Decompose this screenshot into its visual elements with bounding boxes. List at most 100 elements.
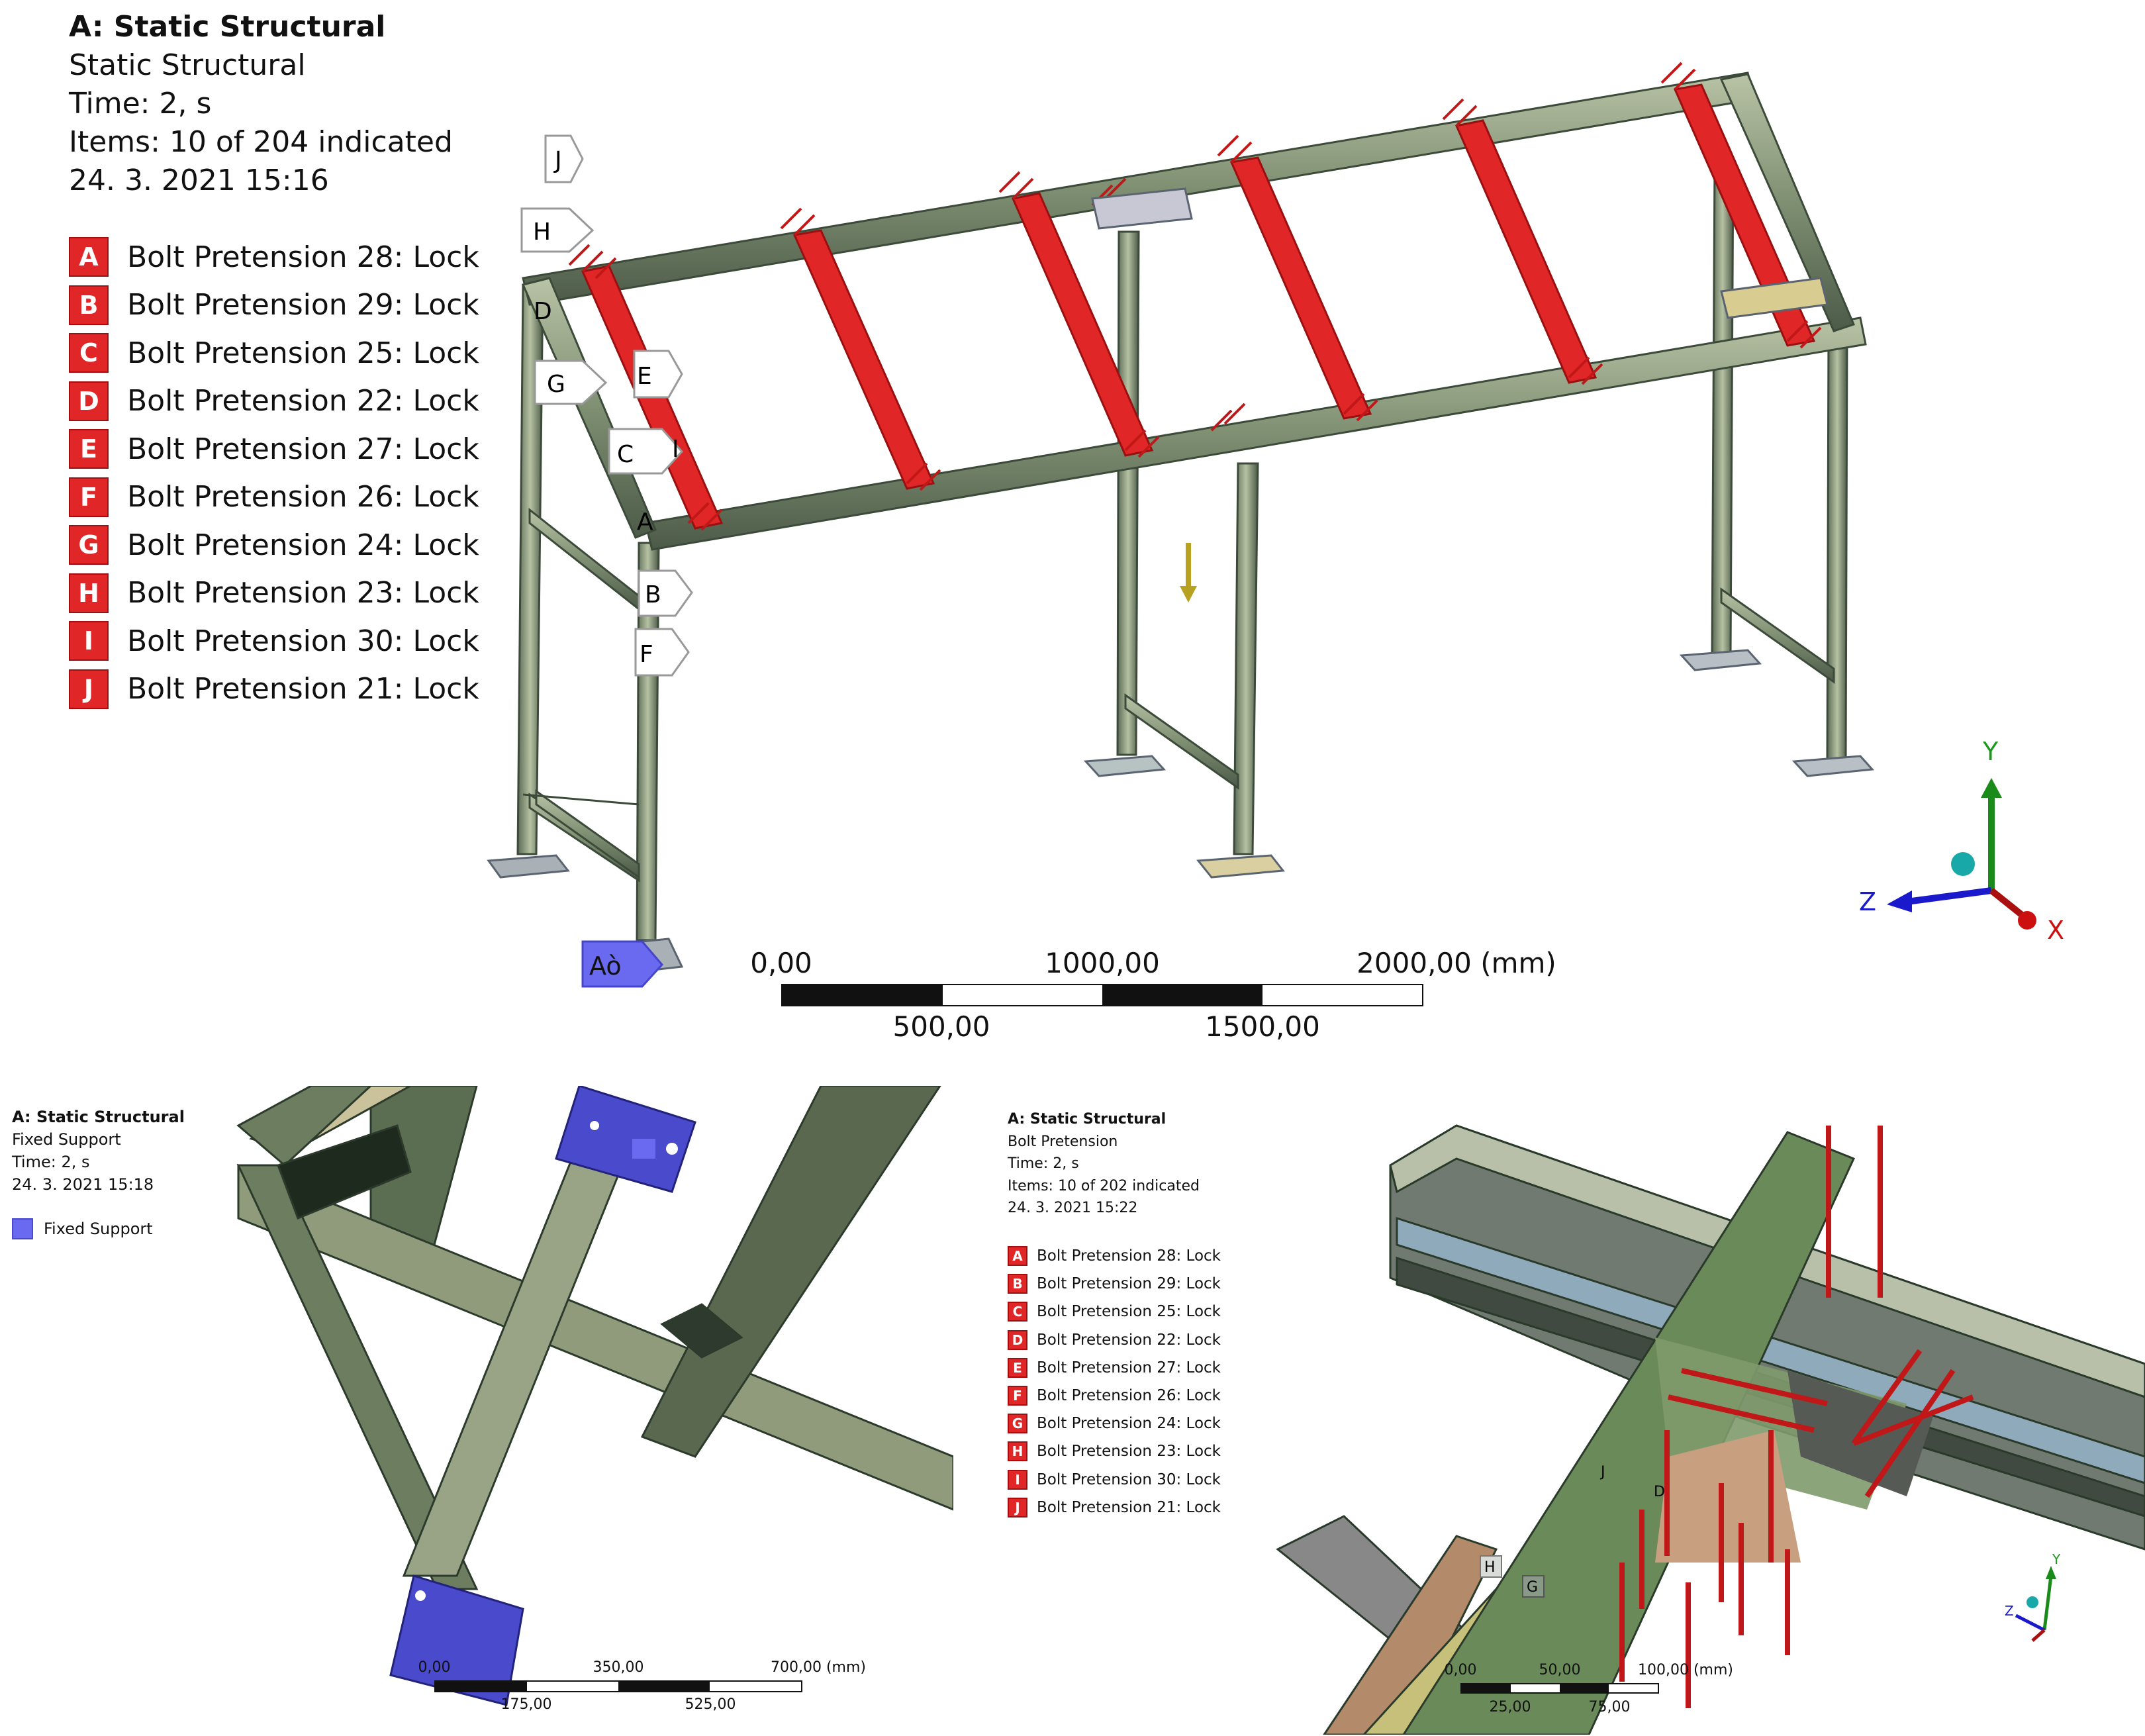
legend-swatch: D [1008,1329,1027,1350]
tag-i-label: I [672,436,679,463]
bolt-arrows [1619,1126,1974,1708]
analysis-title: A: Static Structural [12,1108,185,1126]
legend-swatch: E [1008,1357,1027,1378]
legend-swatch: D [69,381,109,421]
tag-h[interactable]: H [520,207,595,253]
legend-label: Bolt Pretension 29: Lock [127,288,479,322]
fixed-support-view[interactable]: A: Static Structural Fixed Support Time:… [0,1086,953,1735]
scale-label-0: 0,00 [418,1659,451,1676]
legend-label: Bolt Pretension 22: Lock [127,384,479,418]
scale-bar-graphic [434,1680,802,1692]
analysis-type: Bolt Pretension [1008,1133,1118,1150]
axis-triad[interactable]: Y Z X [1859,737,2064,945]
legend-swatch: H [1008,1441,1027,1462]
tag-f[interactable]: F [634,628,690,677]
legend-label: Bolt Pretension 21: Lock [1037,1498,1221,1516]
legend-swatch: C [1008,1302,1027,1322]
legend-swatch: G [1008,1414,1027,1434]
tag-g[interactable]: G [534,360,608,405]
legend-swatch: J [69,669,109,709]
analysis-time: Time: 2, s [12,1153,90,1171]
tag-j[interactable]: J [544,134,584,183]
bolt-tags[interactable]: J H D G E C I [520,134,693,988]
legend-header: A: Static Structural Bolt Pretension Tim… [1008,1108,1200,1220]
tag-d[interactable]: D [534,298,552,325]
scale-label-500: 500,00 [892,1010,990,1043]
scale-label-0: 0,00 [1444,1662,1477,1678]
bolt-pretension-bodies [581,83,1816,530]
analysis-items: Items: 10 of 202 indicated [1008,1177,1200,1194]
scale-label-2000: 2000,00 (mm) [1357,947,1556,979]
tag-j-label: J [1599,1464,1605,1480]
legend-label: Bolt Pretension 30: Lock [1037,1471,1221,1488]
legend-swatch: I [69,621,109,661]
legend-label: Bolt Pretension 24: Lock [1037,1415,1221,1433]
legend-item[interactable]: D Bolt Pretension 22: Lock [69,377,479,426]
bolt-detail-graphic[interactable]: J D H G Y Z [993,1086,2145,1735]
fixed-support-graphic[interactable] [0,1086,953,1735]
fixed-support-plates [389,1086,696,1706]
legend-item[interactable]: Fixed Support [12,1216,153,1242]
tag-g[interactable]: G [1522,1575,1545,1598]
load-arrow-icon [1180,543,1197,603]
axis-triad[interactable]: Y Z [2005,1551,2061,1642]
tag-e[interactable]: E [633,350,683,399]
tag-h-label: H [1484,1559,1496,1576]
tag-g-label: G [1527,1579,1538,1596]
scale-label-175: 175,00 [501,1696,552,1713]
tag-j[interactable]: J [1599,1464,1605,1480]
legend-swatch: G [69,525,109,565]
scale-label-75: 75,00 [1588,1699,1631,1715]
triad-y-label: Y [2052,1551,2061,1567]
frame-braces [522,507,1835,883]
tag-h[interactable]: H [1480,1555,1502,1578]
tag-fixed-label: Aò [589,951,622,981]
triad-x-label: X [2047,916,2064,945]
legend-item[interactable]: G Bolt Pretension 24: Lock [1008,1410,1221,1437]
scale-label-50: 50,00 [1539,1662,1581,1678]
legend-list: Fixed Support [12,1216,153,1242]
legend-item[interactable]: G Bolt Pretension 24: Lock [69,521,479,569]
tag-a[interactable]: A [637,508,653,536]
tag-d-label: D [534,298,552,325]
main-geometry-view[interactable]: J H D G E C I [0,0,2145,1066]
tag-fixed-support[interactable]: Aò [581,940,664,988]
frame-posts [516,158,1848,941]
legend-label: Bolt Pretension 26: Lock [127,480,479,514]
scale-label-1500: 1500,00 [1205,1010,1320,1043]
triad-z-label: Z [1859,887,1876,916]
bolt-pretension-detail-view[interactable]: J D H G Y Z A: Static Structural Bolt Pr… [993,1086,2145,1735]
analysis-title: A: Static Structural [1008,1111,1167,1128]
tag-c[interactable]: C [608,428,684,475]
legend-label: Bolt Pretension 25: Lock [127,336,479,370]
base-plates [487,187,1875,973]
tag-i[interactable]: I [672,436,679,463]
frame-model-graphic[interactable]: J H D G E C I [0,0,2145,1066]
tag-b-label: B [645,581,661,608]
tag-h-label: H [533,218,551,246]
tag-b[interactable]: B [638,569,693,617]
legend-label: Bolt Pretension 26: Lock [1037,1387,1221,1405]
legend-label: Bolt Pretension 24: Lock [127,528,479,562]
detail-tags[interactable]: J D H G [1480,1464,1665,1598]
tag-d[interactable]: D [1654,1484,1665,1500]
